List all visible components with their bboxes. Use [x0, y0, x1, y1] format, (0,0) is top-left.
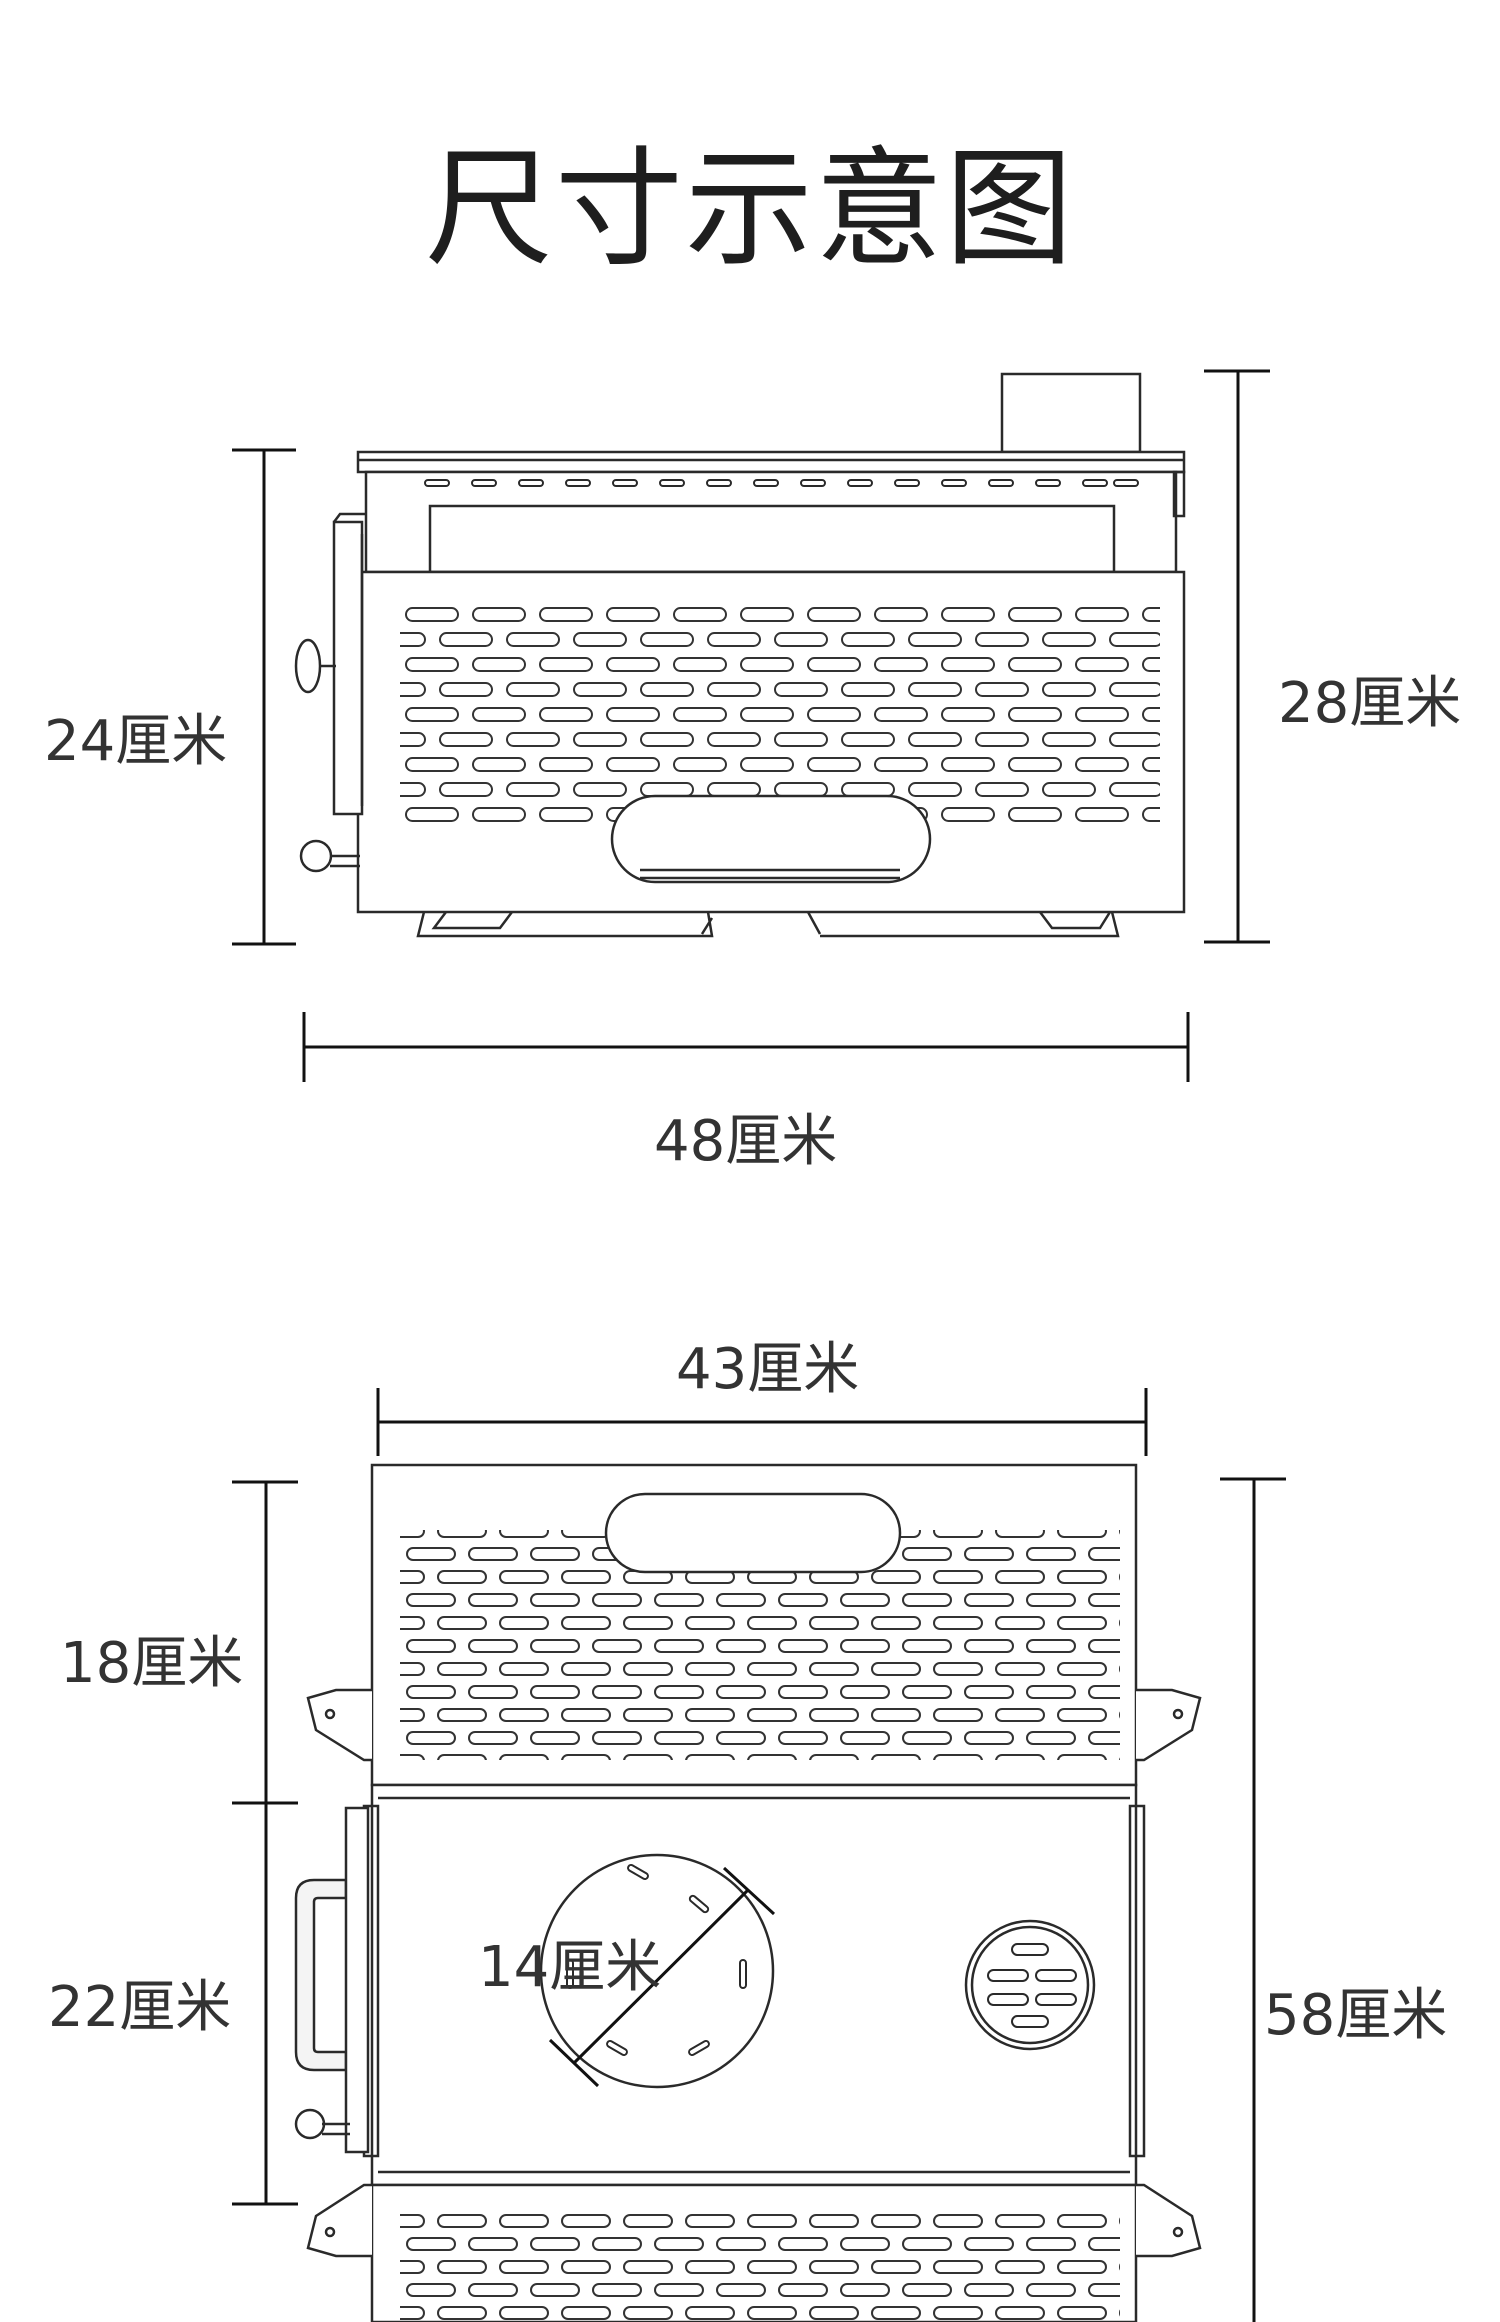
top-hinge-right-upper [1136, 1688, 1202, 1762]
top-view-stove [294, 1463, 1202, 2322]
top-upper-depth-label: 18厘米 [60, 1631, 244, 1696]
top-total-depth-label: 58厘米 [1264, 1983, 1448, 2048]
side-handle-slot [610, 794, 932, 884]
side-door [332, 520, 364, 816]
top-hinge-left-upper [306, 1688, 372, 1762]
side-height-left-label: 24厘米 [44, 709, 228, 774]
side-knob-upper [294, 638, 322, 694]
burner-hole [539, 1853, 775, 2089]
side-upper-band [364, 470, 1178, 574]
top-hinge-right-lower [1136, 2183, 1202, 2258]
top-handle-slot [604, 1492, 902, 1574]
vent-hole [964, 1919, 1096, 2051]
top-side-handle [294, 1878, 348, 2072]
diameter-line [572, 1888, 750, 2065]
side-dimension-lines [232, 369, 1270, 1082]
top-middle-depth-label: 22厘米 [48, 1975, 232, 2040]
side-width-label: 48厘米 [654, 1109, 838, 1174]
side-view-stove [294, 372, 1186, 938]
page-title: 尺寸示意图 [424, 135, 1075, 284]
top-dimension-lines [232, 1388, 1286, 2322]
side-knob-lower [299, 839, 333, 873]
top-cooking-plate [370, 1783, 1138, 2187]
hole-diameter-label: 14厘米 [478, 1935, 662, 2000]
top-knob [294, 2108, 326, 2140]
top-width-label: 43厘米 [676, 1337, 860, 1402]
side-feet [416, 911, 1120, 938]
burner-hole-marks [566, 1864, 747, 2056]
chimney [1000, 372, 1142, 454]
side-height-right-label: 28厘米 [1278, 671, 1462, 736]
side-top-dashes [424, 479, 1139, 487]
side-top-lid [356, 450, 1186, 474]
top-hinge-left-lower [306, 2183, 372, 2258]
